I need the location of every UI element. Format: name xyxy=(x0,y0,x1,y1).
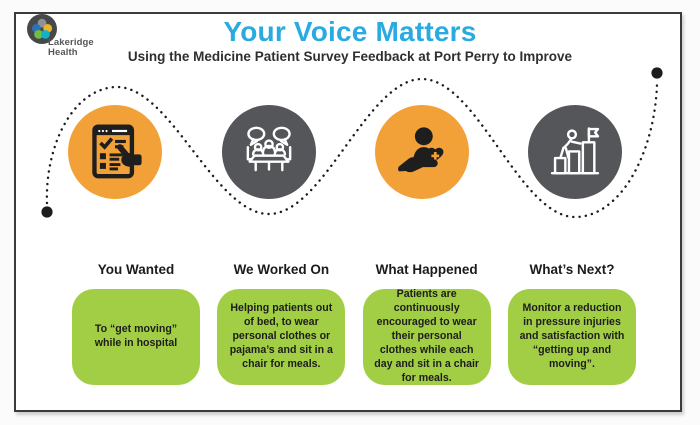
survey-checklist-icon xyxy=(92,124,142,179)
team-meeting-icon xyxy=(246,126,292,172)
brand-line2: Health xyxy=(48,47,78,59)
path-start-dot xyxy=(41,206,53,218)
column-heading: What’s Next? xyxy=(529,262,615,277)
column-body-box: Helping patients out of bed, to wear per… xyxy=(217,289,346,385)
brand-line1: Lakeridge xyxy=(48,37,94,48)
column-heading: What Happened xyxy=(375,262,478,277)
goal-achievement-icon xyxy=(550,127,600,175)
step-circle-survey xyxy=(68,105,162,199)
dotted-curve xyxy=(45,77,659,219)
column-we-worked-on: We Worked On Helping patients out of bed… xyxy=(217,262,346,385)
lakeridge-health-wordmark: Lakeridge Health xyxy=(48,37,94,59)
page-subtitle: Using the Medicine Patient Survey Feedba… xyxy=(127,49,573,64)
step-circle-meeting xyxy=(222,105,316,199)
step-circle-care xyxy=(375,105,469,199)
path-end-dot xyxy=(651,67,663,79)
column-what-happened: What Happened Patients are continuously … xyxy=(362,262,491,385)
step-circle-goal xyxy=(528,105,622,199)
column-you-wanted: You Wanted To “get moving” while in hosp… xyxy=(72,262,200,385)
page-title: Your Voice Matters xyxy=(223,16,477,47)
column-heading: We Worked On xyxy=(233,262,330,277)
column-body-box: Monitor a reduction in pressure injuries… xyxy=(507,289,636,385)
column-body-box: To “get moving” while in hospital xyxy=(72,289,200,385)
lakeridge-health-logo-icon xyxy=(27,14,57,44)
patient-care-icon xyxy=(398,127,444,173)
column-whats-next: What’s Next? Monitor a reduction in pres… xyxy=(507,262,636,385)
feedback-columns: You Wanted To “get moving” while in hosp… xyxy=(72,262,636,385)
column-body-box: Patients are continuously encouraged to … xyxy=(362,288,491,385)
column-heading: You Wanted xyxy=(97,262,175,277)
